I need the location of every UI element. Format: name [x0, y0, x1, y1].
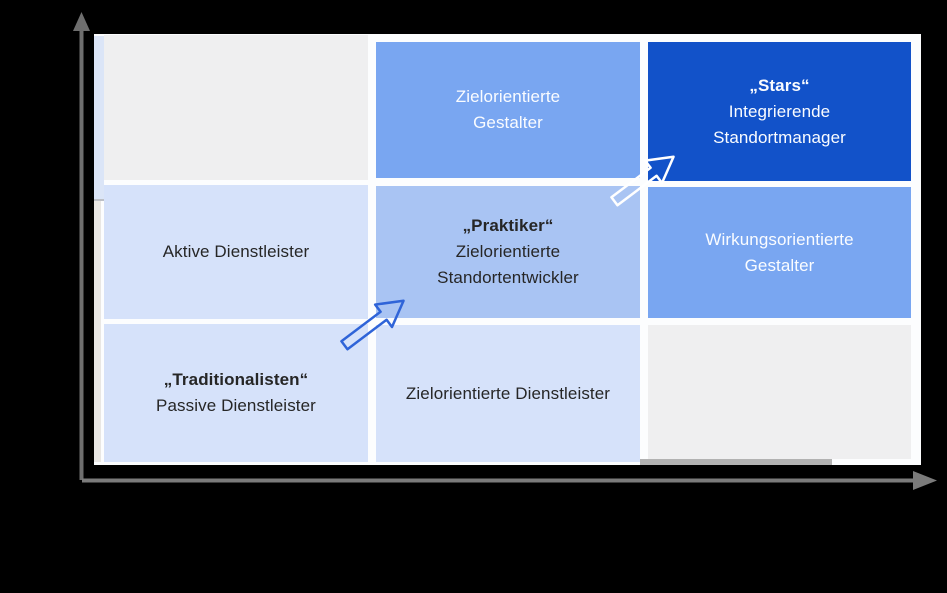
slide-left-edge-strip-gray — [94, 201, 101, 462]
cell-line: Wirkungsorientierte — [705, 229, 854, 249]
cell-title: „Traditionalisten“ — [163, 370, 309, 389]
cell-line: Integrierende — [728, 101, 831, 121]
cell-empty-bottom-right — [648, 325, 911, 459]
cell-wirkungsorientierte-gestalter: Wirkungsorientierte Gestalter — [648, 187, 911, 318]
cell-traditionalisten-passive-dienstleister: „Traditionalisten“ Passive Dienstleister — [104, 324, 368, 462]
cell-title: „Stars“ — [749, 75, 810, 95]
cell-aktive-dienstleister: Aktive Dienstleister — [104, 185, 368, 319]
cell-line: Gestalter — [744, 255, 815, 275]
cell-line: Zielorientierte — [455, 242, 561, 261]
cell-zielorientierte-gestalter: Zielorientierte Gestalter — [376, 42, 640, 178]
cell-title: „Praktiker“ — [462, 216, 554, 235]
y-axis-arrow — [73, 12, 90, 480]
trend-arrow-upper-icon — [610, 155, 675, 207]
slide-left-edge-strip-blue — [94, 36, 104, 201]
cell-line: Zielorientierte — [455, 87, 561, 106]
cell-line: Standortmanager — [713, 127, 846, 147]
cell-line: Aktive Dienstleister — [162, 242, 310, 261]
cell-line: Standortentwickler — [437, 268, 579, 287]
trend-arrow-lower-icon — [340, 299, 405, 351]
cell-stars-integrierende-standortmanager: „Stars“ Integrierende Standortmanager — [648, 42, 911, 181]
x-axis-arrow — [82, 471, 937, 490]
cell-line: Passive Dienstleister — [156, 396, 316, 415]
cell-zielorientierte-dienstleister: Zielorientierte Dienstleister — [376, 325, 640, 462]
cell-line: Gestalter — [473, 113, 543, 132]
cell-line: Zielorientierte Dienstleister — [405, 383, 611, 403]
slide-bottom-shadow — [640, 459, 832, 465]
cell-empty-top-left — [104, 35, 368, 180]
cell-praktiker-zielorientierte-standortentwickler: „Praktiker“ Zielorientierte Standortentw… — [376, 186, 640, 318]
